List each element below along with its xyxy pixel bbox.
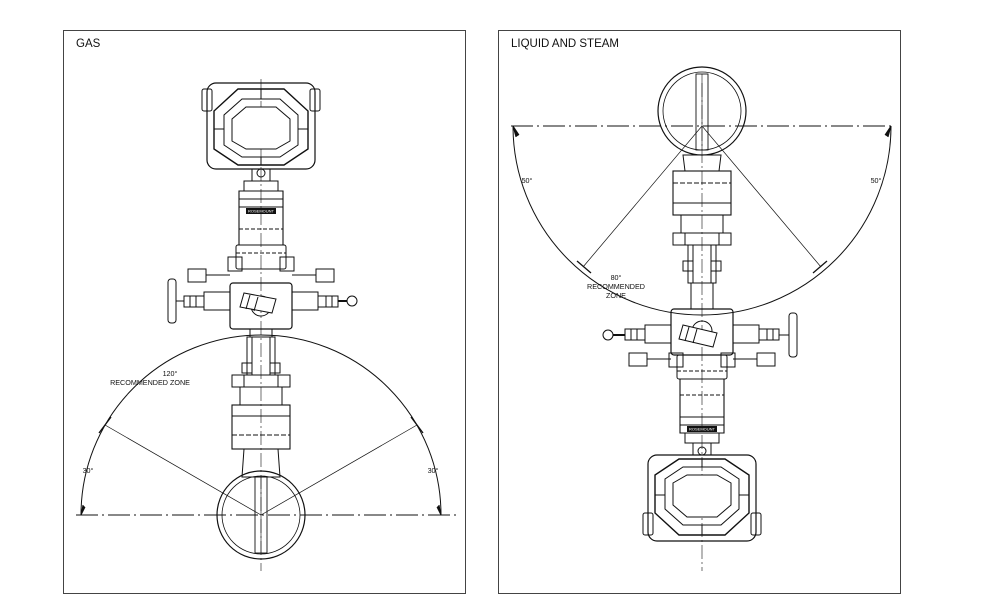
gas-nameplate <box>246 208 276 214</box>
gas-nameplate-text: ROSEMOUNT <box>248 209 275 214</box>
liquid-zone-label-text: RECOMMENDED <box>587 282 645 291</box>
gas-left-angle-label: 30° <box>83 466 94 475</box>
liquid-steam-panel: LIQUID AND STEAM <box>498 30 901 594</box>
gas-zone-arc <box>80 334 442 516</box>
liquid-right-boundary-line <box>701 125 822 268</box>
liquid-right-angle-label: 50° <box>871 176 882 185</box>
liquid-steam-panel-title: LIQUID AND STEAM <box>511 38 619 50</box>
gas-right-boundary-line <box>260 424 418 516</box>
liquid-left-angle-label: 50° <box>522 176 533 185</box>
gas-installation-drawing: ROSEMOUNT 120° RECOMMENDED ZONE 30° 30° <box>76 79 456 571</box>
gas-panel-title: GAS <box>76 38 101 50</box>
liquid-steam-installation-drawing: ROSEMOUNT 80° RECOMMENDED ZONE 50° 50° <box>511 66 892 571</box>
liquid-nameplate <box>687 426 717 432</box>
gas-zone-label-text: RECOMMENDED ZONE <box>110 378 190 387</box>
gas-left-boundary-line <box>104 424 262 516</box>
gas-pipe-inner <box>221 475 301 555</box>
liquid-nameplate-text: ROSEMOUNT <box>689 427 716 432</box>
gas-zone-label-angle: 120° <box>163 369 178 378</box>
liquid-zone-label-angle: 80° <box>611 273 622 282</box>
gas-right-angle-label: 30° <box>428 466 439 475</box>
liquid-left-boundary-line <box>582 125 703 268</box>
liquid-zone-arc <box>512 125 892 316</box>
gas-panel: GAS <box>63 30 466 594</box>
gas-pipe-outer <box>216 470 306 560</box>
liquid-zone-label-text-2: ZONE <box>606 291 626 300</box>
